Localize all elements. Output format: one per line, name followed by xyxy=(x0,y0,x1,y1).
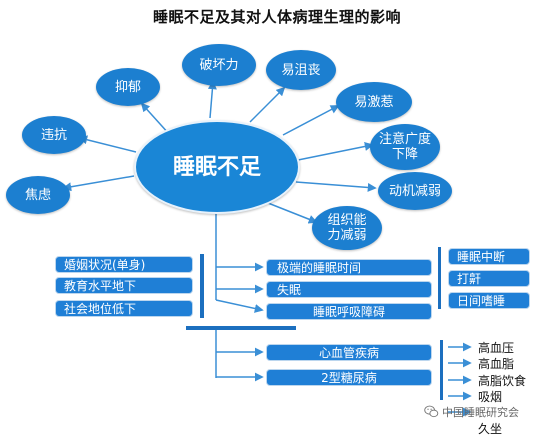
risk-factor: 吸烟 xyxy=(478,390,503,404)
node-yijusang: 易沮丧 xyxy=(266,50,336,90)
disease-item: 2型糖尿病 xyxy=(266,369,432,386)
node-yiyu: 抑郁 xyxy=(96,68,160,106)
edge-dongji xyxy=(295,181,377,192)
edge-zhuyili xyxy=(297,142,374,161)
edge-zuzhi xyxy=(267,202,318,224)
node-zhuyili: 注意广度下降 xyxy=(370,124,440,170)
node-pohuaili: 破坏力 xyxy=(182,44,256,86)
diagram-title: 睡眠不足及其对人体病理生理的影响 xyxy=(152,8,401,26)
edge-weikang xyxy=(78,135,137,153)
edge-yijire xyxy=(282,105,340,136)
factor-item: 教育水平地下 xyxy=(55,277,193,294)
outcome-item: 失眠 xyxy=(266,281,432,298)
disorders-bracket xyxy=(438,247,441,309)
disease-item: 心血管疾病 xyxy=(266,344,432,361)
outcome-item: 极端的睡眠时间 xyxy=(266,259,432,276)
node-zuzhi: 组织能力减弱 xyxy=(312,206,382,250)
outcome-item: 睡眠呼吸障碍 xyxy=(266,303,432,320)
risk-factor: 高血压 xyxy=(478,341,515,355)
disorder-item: 日间嗜睡 xyxy=(448,292,530,309)
edge-yijusang xyxy=(249,86,286,123)
edge-outcome-3 xyxy=(215,299,264,313)
node-center: 睡眠不足 xyxy=(134,120,300,214)
factor-item: 婚姻状况(单身) xyxy=(55,256,193,273)
watermark-text: 中国睡眠研究会 xyxy=(442,406,519,419)
diseases-bracket xyxy=(440,340,443,400)
node-yijire: 易激惹 xyxy=(336,82,412,122)
node-dongji: 动机减弱 xyxy=(378,172,452,210)
factors-bracket xyxy=(200,254,204,318)
factor-item: 社会地位低下 xyxy=(55,300,193,317)
risk-factor: 久坐 xyxy=(478,422,503,436)
risk-factor: 高脂饮食 xyxy=(478,374,527,388)
edge-jiaolv xyxy=(62,175,135,192)
wechat-icon xyxy=(424,405,439,418)
disorder-item: 睡眠中断 xyxy=(448,248,530,265)
edge-pohuaili xyxy=(207,80,217,119)
disorder-item: 打鼾 xyxy=(448,270,530,287)
node-jiaolv: 焦虑 xyxy=(6,176,70,214)
section-divider xyxy=(186,326,296,330)
node-weikang: 违抗 xyxy=(22,116,86,154)
risk-factor: 高血脂 xyxy=(478,357,515,371)
